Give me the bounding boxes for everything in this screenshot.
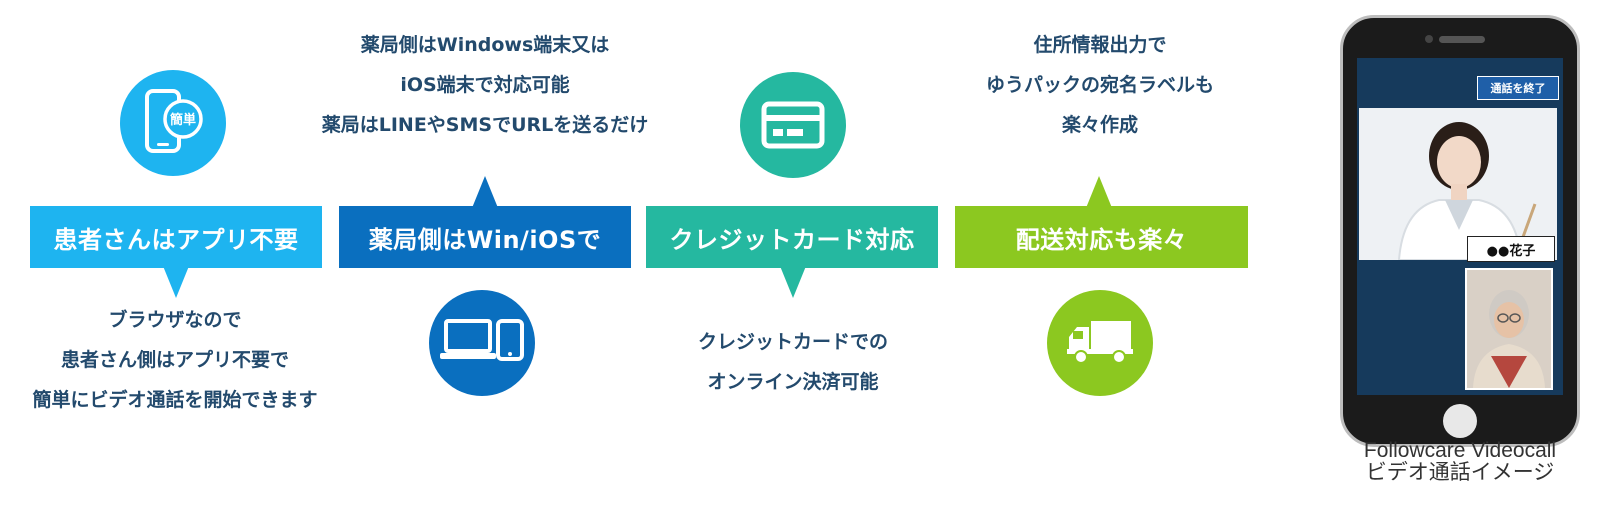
smartphone-icon-label: 簡単	[169, 112, 196, 128]
feature-3-banner: クレジットカード対応	[646, 206, 938, 268]
feature-2-desc-line-1: 薬局側はWindows端末又は	[360, 34, 610, 56]
feature-4-pointer	[1086, 176, 1112, 208]
end-call-button[interactable]: 通話を終了	[1477, 76, 1559, 100]
phone-caption: Followcare Videocall ビデオ通話イメージ	[1320, 440, 1600, 484]
phone-speaker	[1439, 36, 1485, 43]
feature-3-title: クレジットカード対応	[669, 225, 915, 254]
feature-1-icon-circle: 簡単	[120, 70, 226, 176]
feature-2-desc-line-3: 薬局はLINEやSMSでURLを送るだけ	[321, 114, 649, 136]
feature-3-pointer	[780, 266, 806, 298]
feature-4-desc-line-2: ゆうパックの宛名ラベルも	[985, 74, 1214, 96]
feature-4-banner: 配送対応も楽々	[955, 206, 1248, 268]
truck-icon	[1067, 321, 1133, 364]
phone-home-button	[1443, 404, 1477, 438]
feature-1-description: ブラウザなので 患者さん側はアプリ不要で 簡単にビデオ通話を開始できます	[0, 300, 350, 420]
video-call-screen: 通話を終了 ●●花子	[1357, 58, 1563, 395]
feature-4-title: 配送対応も楽々	[1015, 225, 1188, 254]
feature-2-description: 薬局側はWindows端末又は iOS端末で対応可能 薬局はLINEやSMSでU…	[285, 25, 685, 145]
feature-2-banner: 薬局側はWin/iOSで	[339, 206, 631, 268]
caption-line-1: Followcare Videocall	[1363, 439, 1557, 462]
feature-1-pointer	[163, 266, 189, 298]
phone-mockup: 通話を終了 ●●花子	[1340, 15, 1580, 447]
feature-3-desc-line-2: オンライン決済可能	[707, 371, 879, 393]
devices-icon	[440, 319, 524, 361]
phone-camera	[1425, 35, 1433, 43]
caller-name-tag: ●●花子	[1467, 236, 1555, 262]
feature-1-desc-line-3: 簡単にビデオ通話を開始できます	[32, 389, 318, 411]
feature-2-pointer	[472, 176, 498, 208]
patient-avatar	[1467, 270, 1551, 388]
feature-3-description: クレジットカードでの オンライン決済可能	[643, 322, 943, 402]
feature-2-title: 薬局側はWin/iOSで	[368, 225, 602, 254]
feature-1-title: 患者さんはアプリ不要	[53, 225, 299, 254]
credit-card-icon	[761, 101, 825, 149]
feature-3-icon-circle	[740, 72, 846, 178]
caption-line-2: ビデオ通話イメージ	[1365, 461, 1555, 484]
feature-1-banner: 患者さんはアプリ不要	[30, 206, 322, 268]
feature-4-desc-line-3: 楽々作成	[1061, 114, 1138, 136]
feature-1-desc-line-2: 患者さん側はアプリ不要で	[60, 349, 289, 371]
feature-4-icon-circle	[1047, 290, 1153, 396]
feature-3-desc-line-1: クレジットカードでの	[697, 331, 888, 353]
feature-2-icon-circle	[429, 290, 535, 396]
feature-1-desc-line-1: ブラウザなので	[108, 309, 242, 331]
patient-video	[1465, 268, 1553, 390]
feature-4-desc-line-1: 住所情報出力で	[1033, 34, 1167, 56]
feature-4-description: 住所情報出力で ゆうパックの宛名ラベルも 楽々作成	[940, 25, 1260, 145]
feature-2-desc-line-2: iOS端末で対応可能	[400, 74, 570, 96]
smartphone-icon: 簡単	[145, 89, 203, 153]
